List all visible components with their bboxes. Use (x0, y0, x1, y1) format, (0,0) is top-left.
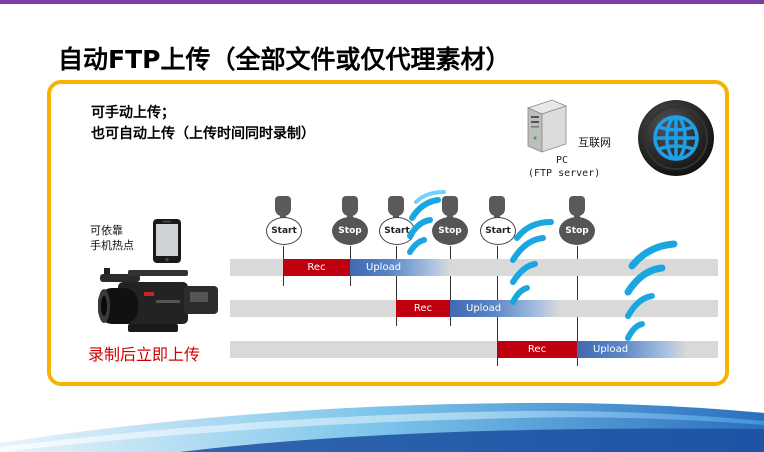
camcorder-icon (98, 268, 218, 332)
finger-press-icon (275, 196, 291, 220)
wireless-waves-icon (407, 190, 446, 255)
wireless-waves-icon (510, 219, 554, 305)
start-button-1: Start (266, 217, 302, 245)
upload-label-1: Upload (366, 262, 402, 273)
hotspot-line-2: 手机热点 (90, 239, 134, 252)
top-accent-bar (0, 0, 764, 4)
wireless-waves-icon (624, 240, 678, 341)
decorative-swoosh (0, 402, 764, 452)
start-line-2 (396, 246, 397, 326)
globe-icon (638, 100, 714, 176)
upload-segment-1: Upload (350, 259, 450, 276)
rec-segment-2: Rec (396, 300, 450, 317)
pc-tower-icon (526, 99, 568, 153)
upload-label-3: Upload (593, 344, 629, 355)
stop-button-1: Stop (332, 217, 368, 245)
rec-segment-3: Rec (497, 341, 577, 358)
internet-label: 互联网 (578, 136, 611, 149)
start-button-2: Start (379, 217, 415, 245)
ftp-server-label: (FTP server) (528, 168, 601, 179)
hotspot-note: 可依靠 手机热点 (90, 223, 134, 253)
upload-segment-3: Upload (577, 341, 687, 358)
page-title: 自动FTP上传（全部文件或仅代理素材） (58, 45, 511, 74)
stop-button-3: Stop (559, 217, 595, 245)
upload-label-2: Upload (466, 303, 502, 314)
description: 可手动上传； 也可自动上传（上传时间同时录制） (91, 103, 315, 145)
stop-line-2 (450, 246, 451, 326)
description-line-2: 也可自动上传（上传时间同时录制） (91, 126, 315, 142)
smartphone-icon (153, 219, 181, 263)
camera-caption: 录制后立即上传 (88, 345, 201, 364)
upload-segment-2: Upload (450, 300, 560, 317)
finger-press-icon (489, 196, 505, 220)
hotspot-line-1: 可依靠 (90, 224, 123, 237)
finger-press-icon (342, 196, 358, 220)
start-button-3: Start (480, 217, 516, 245)
description-line-1: 可手动上传； (91, 105, 175, 121)
rec-segment-1: Rec (283, 259, 350, 276)
finger-press-icon (569, 196, 585, 220)
stop-button-2: Stop (432, 217, 468, 245)
pc-label: PC (556, 155, 569, 166)
